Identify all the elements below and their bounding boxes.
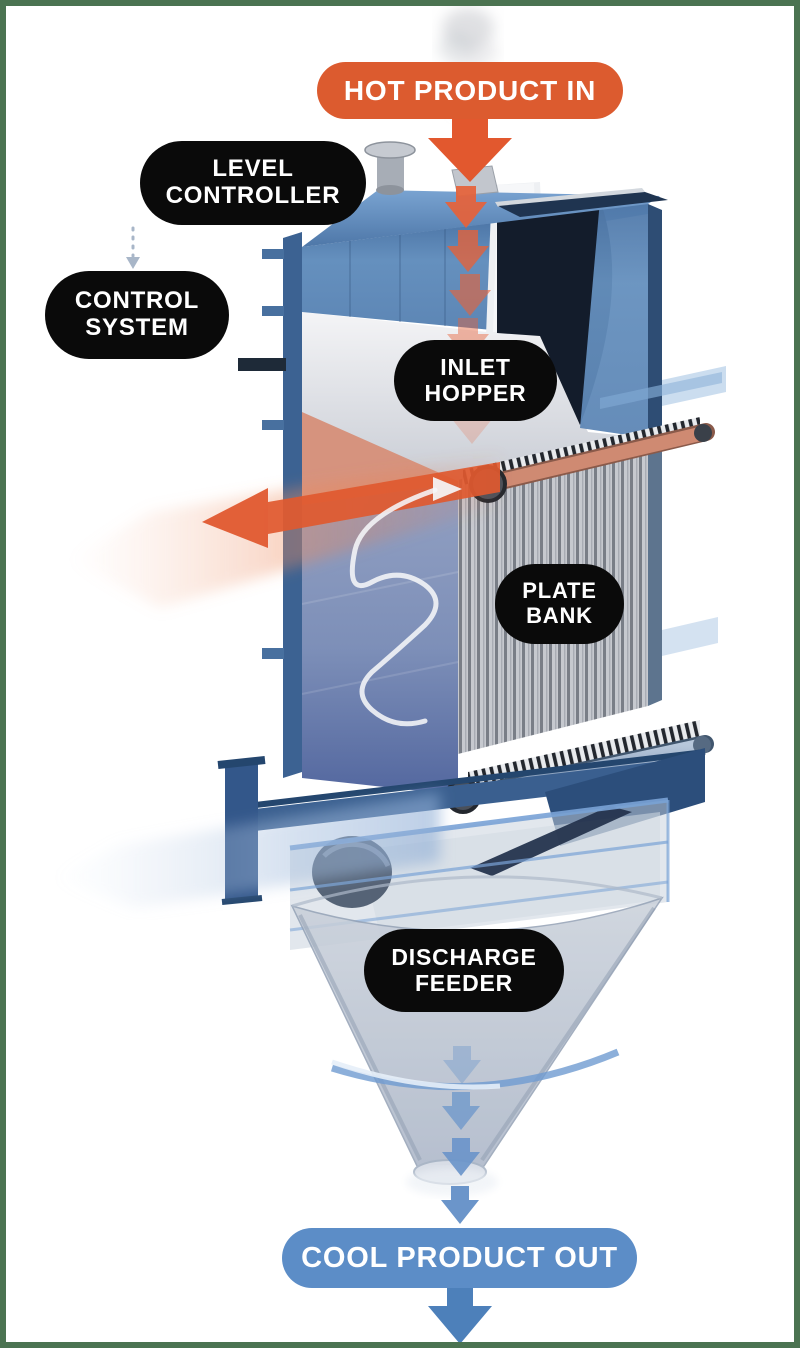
coolant-path-arrow <box>349 477 462 727</box>
label-discharge-feeder: DISCHARGE FEEDER <box>364 929 564 1012</box>
label-hot-product-in: HOT PRODUCT IN <box>317 62 623 119</box>
cool-product-out-arrow-icon <box>428 1284 492 1344</box>
label-inlet-hopper: INLET HOPPER <box>394 340 557 421</box>
hot-exhaust-arrow-icon <box>70 455 500 608</box>
cool-outflow-chevrons <box>441 1046 481 1224</box>
label-plate-bank: PLATE BANK <box>495 564 624 644</box>
hot-product-in-arrow-icon <box>428 112 512 182</box>
hot-product-in-text: HOT PRODUCT IN <box>343 74 597 106</box>
label-cool-product-out: COOL PRODUCT OUT <box>282 1228 637 1288</box>
cool-product-out-text: COOL PRODUCT OUT <box>301 1241 618 1274</box>
label-level-controller: LEVEL CONTROLLER <box>140 141 366 225</box>
level-sensor-dashed-arrow <box>126 226 140 269</box>
cool-exhaust-glow <box>55 792 440 908</box>
label-control-system: CONTROL SYSTEM <box>45 271 229 359</box>
